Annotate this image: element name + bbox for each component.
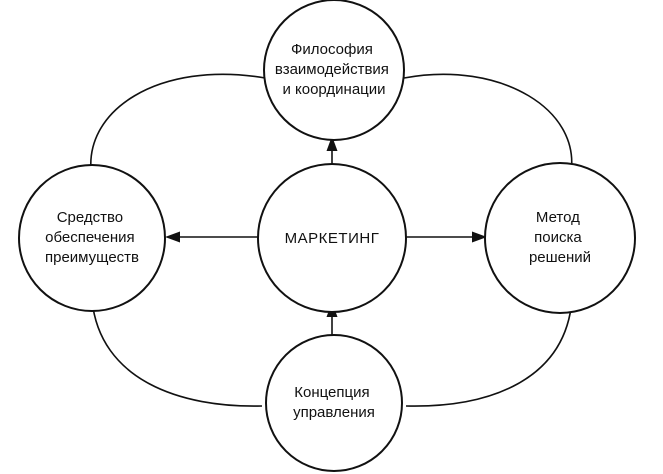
node-right: Метод поиска решений <box>484 162 636 314</box>
node-right-line-3: решений <box>529 249 591 266</box>
node-top-text: Философия взаимодействия и координации <box>275 41 393 98</box>
node-left-line-3: преимуществ <box>45 249 139 266</box>
arc-bottom-left <box>91 299 263 407</box>
node-center: МАРКЕТИНГ <box>257 163 407 313</box>
arrow-to-right-head <box>472 231 487 243</box>
node-center-circle <box>257 163 407 313</box>
arrow-to-top-head <box>326 136 338 151</box>
node-top-circle <box>263 0 405 141</box>
node-bottom-line-2: управления <box>293 404 375 421</box>
node-top-line-1: Философия <box>291 41 373 58</box>
arc-bottom-right <box>405 299 573 407</box>
node-right-circle <box>484 162 636 314</box>
node-top: Философия взаимодействия и координации <box>263 0 405 141</box>
node-left-text: Средство обеспечения преимуществ <box>45 209 139 266</box>
arc-top-left <box>90 73 266 179</box>
node-top-line-2: взаимодействия <box>275 61 389 78</box>
node-right-line-2: поиска <box>534 229 582 246</box>
node-left-circle <box>18 164 166 312</box>
node-bottom-text: Концепция управления <box>293 384 375 421</box>
node-center-text: МАРКЕТИНГ <box>285 230 380 247</box>
node-right-line-1: Метод <box>536 209 580 226</box>
node-top-line-3: и координации <box>282 81 385 98</box>
arrow-to-left-head <box>165 231 180 243</box>
arc-top-right <box>403 73 573 179</box>
node-left-line-1: Средство <box>57 209 123 226</box>
node-bottom-line-1: Концепция <box>294 384 369 401</box>
node-bottom: Концепция управления <box>265 334 403 472</box>
node-left-line-2: обеспечения <box>45 229 135 246</box>
node-left: Средство обеспечения преимуществ <box>18 164 166 312</box>
node-right-text: Метод поиска решений <box>529 209 591 266</box>
node-bottom-circle <box>265 334 403 472</box>
